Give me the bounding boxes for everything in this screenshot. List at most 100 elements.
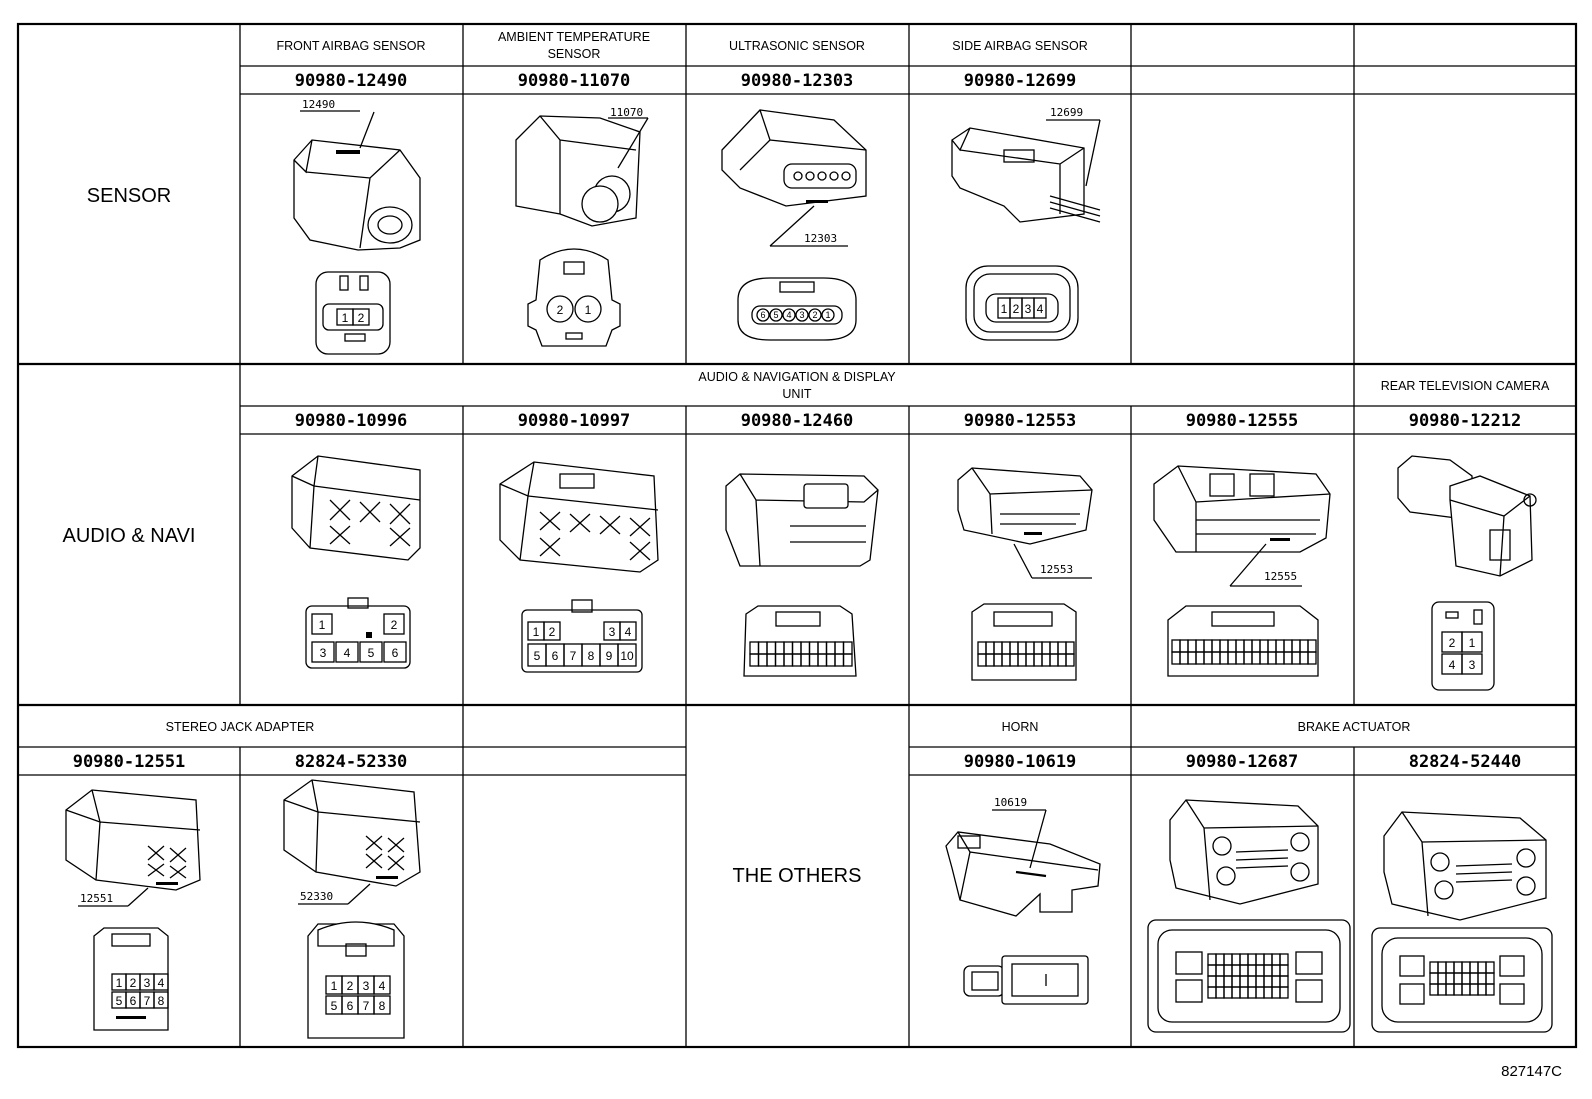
part-number: 90980-11070 [518, 71, 631, 91]
pin-number: 2 [347, 979, 354, 993]
pin-cell [842, 653, 853, 667]
pin-number: 4 [1037, 302, 1044, 316]
header-audio-navigation-line2: UNIT [782, 387, 812, 401]
pin-number: 2 [391, 618, 398, 632]
pin-number: 2 [1013, 302, 1020, 316]
pin-number: 5 [116, 994, 123, 1008]
pin-number: 4 [1449, 658, 1456, 672]
pin-number: 3 [1469, 658, 1476, 672]
pin-number: 7 [570, 649, 577, 663]
header-ambient-temperature-line1: AMBIENT TEMPERATURE [498, 30, 650, 44]
pin-number: 1 [319, 618, 326, 632]
pin-number: 2 [557, 303, 564, 317]
part-number: 82824-52330 [295, 752, 408, 772]
pin-number: 5 [773, 310, 778, 320]
header-brake-actuator: BRAKE ACTUATOR [1298, 720, 1411, 734]
header-ambient-temperature-line2: SENSOR [548, 47, 601, 61]
category-sensor: SENSOR [87, 185, 171, 207]
connector-drawing-12212: 2 1 4 3 [1397, 455, 1537, 691]
pin-number: 2 [812, 310, 817, 320]
connector-drawing-10997: 1 2 3 4 5 6 7 8 9 10 [499, 461, 659, 673]
connector-drawing-12490: 12490 1 2 [293, 98, 421, 355]
pin-number: 4 [379, 979, 386, 993]
pin-number: 2 [130, 976, 137, 990]
callout-label: 12551 [80, 892, 113, 905]
pin-number: 3 [799, 310, 804, 320]
pin-number: 1 [331, 979, 338, 993]
pin-number: 3 [320, 646, 327, 660]
pin-number: 5 [331, 999, 338, 1013]
pin-number: 5 [368, 646, 375, 660]
pin-number: 1 [825, 310, 830, 320]
pin-grid-52440 [1429, 961, 1495, 996]
pin-number: 6 [552, 649, 559, 663]
pin-cell [1279, 986, 1289, 999]
pin-number: 6 [760, 310, 765, 320]
callout-label: 12699 [1050, 106, 1083, 119]
pin-number: 3 [144, 976, 151, 990]
pin-number: 9 [606, 649, 613, 663]
pin-number: 2 [358, 311, 365, 325]
header-rear-television-camera: REAR TELEVISION CAMERA [1381, 379, 1550, 393]
callout-label: 12553 [1040, 563, 1073, 576]
pin-cell [1065, 653, 1075, 667]
connector-drawing-12551: 12551 1 2 3 4 5 6 7 8 [65, 789, 201, 1031]
pin-number: 6 [347, 999, 354, 1013]
part-number: 90980-12553 [964, 411, 1077, 431]
part-number: 82824-52440 [1409, 752, 1522, 772]
pin-number: 6 [130, 994, 137, 1008]
connector-drawing-52440 [1371, 811, 1553, 1033]
pin-number: 8 [588, 649, 595, 663]
header-stereo-jack-adapter: STEREO JACK ADAPTER [166, 720, 315, 734]
header-side-airbag-sensor: SIDE AIRBAG SENSOR [952, 39, 1087, 53]
pin-number: 3 [1025, 302, 1032, 316]
pin-number: 1 [1001, 302, 1008, 316]
header-audio-navigation-line1: AUDIO & NAVIGATION & DISPLAY [698, 370, 896, 384]
callout-label: 11070 [610, 106, 643, 119]
connector-drawing-12303: 12303 6 5 4 3 2 1 [721, 109, 867, 341]
header-horn: HORN [1002, 720, 1039, 734]
pin-number: 4 [158, 976, 165, 990]
pin-number: 4 [625, 625, 632, 639]
callout-label: 12303 [804, 232, 837, 245]
callout-label: 12555 [1264, 570, 1297, 583]
pin-grid-12687 [1207, 953, 1289, 999]
pin-row [756, 308, 835, 322]
connector-drawing-12699: 12699 1 2 3 4 [951, 106, 1101, 341]
part-number: 90980-12551 [73, 752, 186, 772]
pin-number: 2 [1449, 636, 1456, 650]
connector-drawing-52330: 52330 1 2 3 4 5 6 7 8 [283, 779, 421, 1039]
pin-grid-12460 [749, 641, 853, 667]
pin-number: 7 [363, 999, 370, 1013]
pin-number: 8 [379, 999, 386, 1013]
connector-drawing-12555: 12555 [1153, 465, 1331, 677]
connector-drawing-12553: 12553 [957, 467, 1093, 681]
table-grid [16, 22, 1578, 1049]
pin-number: 1 [342, 311, 349, 325]
header-front-airbag-sensor: FRONT AIRBAG SENSOR [276, 39, 425, 53]
pin-number: 10 [620, 649, 634, 663]
part-number: 90980-10997 [518, 411, 631, 431]
pin-number: 3 [609, 625, 616, 639]
pin-number: 1 [533, 625, 540, 639]
pin-number: 7 [144, 994, 151, 1008]
connector-drawing-10996: 1 2 3 4 5 6 [291, 455, 421, 669]
part-number: 90980-12699 [964, 71, 1077, 91]
callout-label: 12490 [302, 98, 335, 111]
callout-label: 52330 [300, 890, 333, 903]
connector-drawing-11070: 11070 2 1 [515, 106, 649, 347]
part-number: 90980-12212 [1409, 411, 1522, 431]
part-number: 90980-12555 [1186, 411, 1299, 431]
pin-number: 1 [116, 976, 123, 990]
pin-number: 4 [786, 310, 791, 320]
callout-label: 10619 [994, 796, 1027, 809]
pin-number: 1 [1469, 636, 1476, 650]
pin-number: 4 [344, 646, 351, 660]
part-number: 90980-10996 [295, 411, 408, 431]
connector-drawing-12460 [725, 473, 879, 677]
category-audio-navi: AUDIO & NAVI [63, 525, 196, 547]
drawing-reference-number: 827147C [1501, 1063, 1562, 1080]
pin-number: 6 [392, 646, 399, 660]
pin-cell [1485, 983, 1495, 996]
